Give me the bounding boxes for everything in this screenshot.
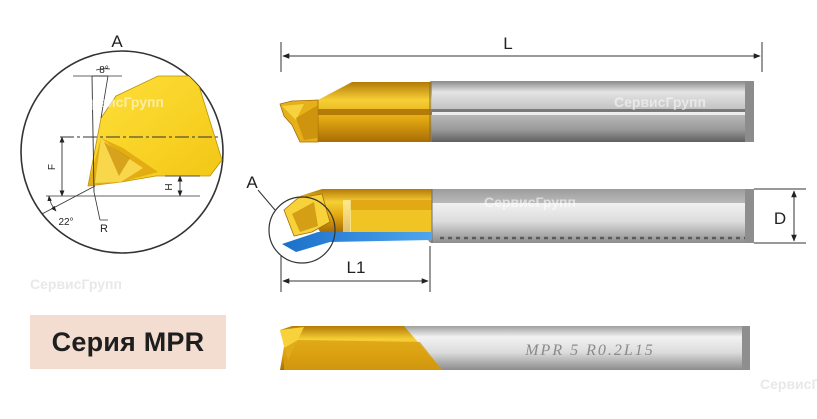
dimension-h-label: H — [164, 183, 175, 190]
dimension-f-label: F — [47, 164, 58, 170]
angle-22-label: 22° — [58, 217, 73, 228]
tool-side-view: A D L1 — [246, 173, 806, 292]
coolant-flute — [282, 232, 432, 252]
detail-callout-label: A — [246, 173, 258, 192]
detail-view-a: A — [20, 32, 224, 254]
series-title: Серия MPR — [51, 326, 205, 357]
tool-top-view — [279, 81, 754, 143]
series-badge: Серия MPR — [30, 315, 226, 369]
tool-photo: MPR 5 R0.2L15 — [280, 326, 750, 370]
dimension-l: L — [280, 34, 763, 72]
detail-view-label: A — [111, 32, 123, 51]
dimension-d-label: D — [774, 209, 786, 228]
dimension-l-label: L — [503, 34, 512, 53]
dimension-l1-label: L1 — [347, 258, 366, 277]
angle-8-label: 8° — [99, 65, 109, 76]
radius-r-label: R — [100, 223, 108, 235]
tool-marking: MPR 5 R0.2L15 — [524, 342, 655, 359]
